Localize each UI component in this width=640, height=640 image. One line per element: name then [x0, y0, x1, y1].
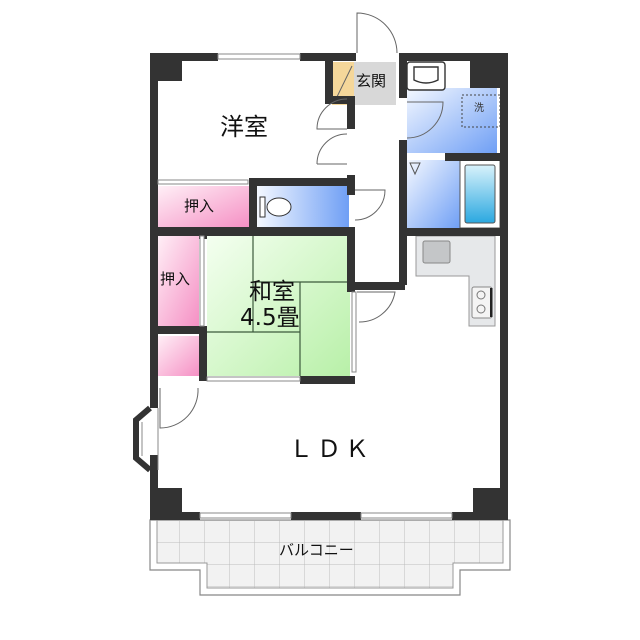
- closet-left-label: 押入: [160, 270, 191, 288]
- washroom-label: 洗: [474, 103, 484, 114]
- western-room-label: 洋室: [220, 113, 268, 141]
- ldk-label: ＬＤＫ: [289, 435, 373, 463]
- japanese-room-size: 4.5畳: [240, 305, 300, 331]
- entrance-label: 玄関: [356, 72, 387, 90]
- japanese-room-label: 和室: [249, 279, 295, 305]
- bay-window: [133, 405, 159, 473]
- balcony-label: バルコニー: [279, 541, 354, 559]
- balcony-area: [149, 519, 511, 596]
- closet-top-label: 押入: [184, 197, 215, 215]
